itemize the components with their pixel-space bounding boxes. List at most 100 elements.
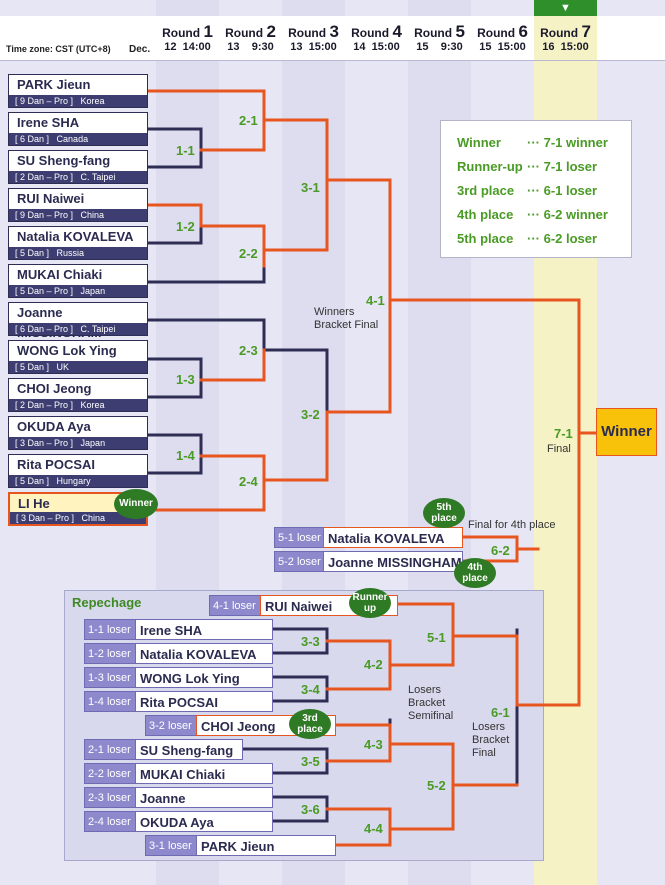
match-label-1-4: 1-4 bbox=[176, 448, 195, 463]
match-label-4-4: 4-4 bbox=[364, 821, 383, 836]
round-label: Round bbox=[288, 26, 327, 40]
player-country: Canada bbox=[56, 134, 89, 144]
round-number: 4 bbox=[392, 22, 402, 41]
player-info: [ 5 Dan ] Russia bbox=[9, 247, 147, 259]
repechage-player-name[interactable]: Joanne MISSINGHAM bbox=[135, 787, 273, 827]
current-round-marker: ▼ bbox=[534, 0, 597, 16]
player-name: MUKAI Chiaki bbox=[17, 267, 103, 282]
match-label-3-6: 3-6 bbox=[301, 802, 320, 817]
round-number: 3 bbox=[329, 22, 339, 41]
player-country: Russia bbox=[56, 248, 85, 258]
player-card[interactable]: Rita POCSAI [ 5 Dan ] Hungary bbox=[8, 454, 148, 488]
player-rank: [ 6 Dan ] bbox=[15, 134, 50, 144]
repechage-player-name[interactable]: Rita POCSAI bbox=[135, 691, 273, 712]
player-card[interactable]: MUKAI Chiaki[ 5 Dan – Pro ] Japan bbox=[8, 264, 148, 298]
fourth-match-name-2[interactable]: Joanne MISSINGHAM bbox=[323, 551, 463, 572]
winner-box: Winner bbox=[596, 408, 657, 456]
player-info: [ 3 Dan – Pro ] Japan bbox=[9, 437, 147, 449]
legend-value: ··· 7-1 winner bbox=[527, 135, 608, 150]
player-card[interactable]: Irene SHA [ 6 Dan ] Canada bbox=[8, 112, 148, 146]
round-number: 1 bbox=[203, 22, 213, 41]
match-label-2-3: 2-3 bbox=[239, 343, 258, 358]
round-date: 15 9:30 bbox=[416, 41, 463, 53]
player-info: [ 5 Dan ] Hungary bbox=[9, 475, 147, 487]
player-card[interactable]: PARK Jieun[ 9 Dan – Pro ] Korea bbox=[8, 74, 148, 108]
player-country: Korea bbox=[80, 400, 105, 410]
player-rank: [ 9 Dan – Pro ] bbox=[15, 96, 74, 106]
player-card[interactable]: RUI Naiwei[ 9 Dan – Pro ] China bbox=[8, 188, 148, 222]
legend-value: ··· 6-1 loser bbox=[527, 183, 598, 198]
player-rank: [ 2 Dan – Pro ] bbox=[15, 400, 74, 410]
note-losers-semifinal: Losers Bracket Semifinal bbox=[408, 684, 454, 722]
player-info: [ 6 Dan ] Canada bbox=[9, 133, 147, 145]
round-date: 16 15:00 bbox=[542, 41, 589, 53]
player-rank: [ 2 Dan – Pro ] bbox=[15, 172, 74, 182]
player-rank: [ 5 Dan ] bbox=[15, 248, 50, 258]
round-label: Round bbox=[414, 26, 453, 40]
repechage-tag: 1-1 loser bbox=[84, 619, 136, 640]
round-date: 12 14:00 bbox=[164, 41, 211, 53]
repechage-tag: 4-1 loser bbox=[209, 595, 261, 616]
match-label-5-2: 5-2 bbox=[427, 778, 446, 793]
player-name: WONG Lok Ying bbox=[17, 343, 117, 358]
repechage-player-name[interactable]: OKUDA Aya bbox=[135, 811, 273, 832]
player-card[interactable]: SU Sheng-fang[ 2 Dan – Pro ] C. Taipei bbox=[8, 150, 148, 184]
match-label-3-3: 3-3 bbox=[301, 634, 320, 649]
player-card[interactable]: Natalia KOVALEVA[ 5 Dan ] Russia bbox=[8, 226, 148, 260]
player-name: Rita POCSAI bbox=[17, 457, 96, 472]
fourth-match-name-1[interactable]: Natalia KOVALEVA bbox=[323, 527, 463, 548]
note-final: Final bbox=[547, 443, 571, 455]
player-card[interactable]: Joanne MISSINGHAM[ 6 Dan – Pro ] C. Taip… bbox=[8, 302, 148, 340]
repechage-player-name[interactable]: PARK Jieun bbox=[196, 835, 336, 856]
player-card[interactable]: CHOI Jeong[ 2 Dan – Pro ] Korea bbox=[8, 378, 148, 412]
player-country: China bbox=[80, 210, 105, 220]
player-name: Irene SHA bbox=[17, 115, 80, 130]
player-info: [ 5 Dan ] UK bbox=[9, 361, 147, 373]
repechage-player-name[interactable]: Irene SHA bbox=[135, 619, 273, 640]
round-number: 6 bbox=[518, 22, 528, 41]
round-date: 15 15:00 bbox=[479, 41, 526, 53]
round-label: Round bbox=[351, 26, 390, 40]
player-info: [ 9 Dan – Pro ] Korea bbox=[9, 95, 147, 107]
player-country: C. Taipei bbox=[80, 324, 116, 334]
player-info: [ 6 Dan – Pro ] C. Taipei bbox=[9, 323, 147, 335]
round-date: 13 15:00 bbox=[290, 41, 337, 53]
repechage-tag: 1-4 loser bbox=[84, 691, 136, 712]
legend-key: 5th place bbox=[457, 231, 514, 246]
match-label-3-5: 3-5 bbox=[301, 754, 320, 769]
match-label-2-2: 2-2 bbox=[239, 246, 258, 261]
legend-row: 4th place··· 6-2 winner bbox=[457, 207, 608, 222]
repechage-tag: 1-2 loser bbox=[84, 643, 136, 664]
match-label-2-1: 2-1 bbox=[239, 113, 258, 128]
round-number: 7 bbox=[581, 22, 591, 41]
player-country: UK bbox=[56, 362, 70, 372]
round-label: Round bbox=[540, 26, 579, 40]
player-country: C. Taipei bbox=[80, 172, 116, 182]
repechage-player-name[interactable]: MUKAI Chiaki bbox=[135, 763, 273, 784]
player-card[interactable]: WONG Lok Ying [ 5 Dan ] UK bbox=[8, 340, 148, 374]
match-label-1-1: 1-1 bbox=[176, 143, 195, 158]
repechage-tag: 1-3 loser bbox=[84, 667, 136, 688]
player-rank: [ 3 Dan – Pro ] bbox=[16, 513, 75, 523]
player-info: [ 2 Dan – Pro ] Korea bbox=[9, 399, 147, 411]
fourth-match-tag-2: 5-2 loser bbox=[274, 551, 324, 572]
player-rank: [ 5 Dan ] bbox=[15, 476, 50, 486]
fourth-match-tag-1: 5-1 loser bbox=[274, 527, 324, 548]
match-label-3-2: 3-2 bbox=[301, 407, 320, 422]
player-country: China bbox=[81, 513, 106, 523]
repechage-player-name[interactable]: WONG Lok Ying bbox=[135, 667, 273, 688]
player-card[interactable]: OKUDA Aya [ 3 Dan – Pro ] Japan bbox=[8, 416, 148, 450]
match-label-6-2: 6-2 bbox=[491, 543, 510, 558]
repechage-tag: 2-3 loser bbox=[84, 787, 136, 808]
repechage-player-name[interactable]: SU Sheng-fang bbox=[135, 739, 243, 760]
player-name: OKUDA Aya bbox=[17, 419, 91, 434]
repechage-player-name[interactable]: Natalia KOVALEVA bbox=[135, 643, 273, 664]
player-rank: [ 9 Dan – Pro ] bbox=[15, 210, 74, 220]
legend-key: Winner bbox=[457, 135, 501, 150]
